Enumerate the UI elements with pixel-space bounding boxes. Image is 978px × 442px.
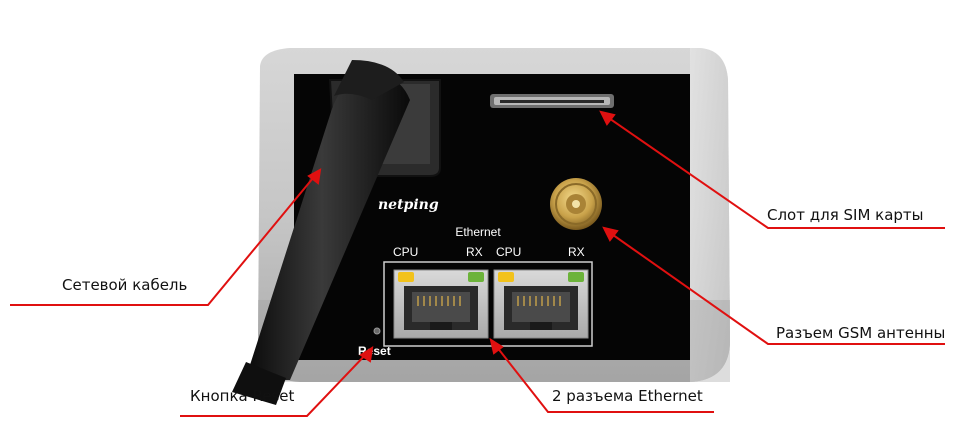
ethernet-label: Ethernet [455, 225, 501, 239]
port1-cpu-label: CPU [393, 245, 418, 259]
port1-rx-led [468, 272, 484, 282]
reset-hole [373, 327, 381, 335]
callout-gsm-antenna: Разъем GSM антенны [776, 324, 946, 342]
port2-cpu-led [498, 272, 514, 282]
callout-sim-slot: Слот для SIM карты [767, 206, 924, 224]
port1-cpu-led [398, 272, 414, 282]
callout-ethernet-ports: 2 разъема Ethernet [552, 387, 703, 405]
ethernet-ports-frame [383, 261, 593, 347]
gsm-antenna-connector [550, 178, 602, 230]
port2-rx-label: RX [568, 245, 585, 259]
brand-logo: netping [378, 197, 439, 213]
port2-cpu-label: CPU [496, 245, 521, 259]
ethernet-port-2 [493, 269, 589, 339]
port2-rx-led [568, 272, 584, 282]
sim-slot [490, 94, 614, 108]
callout-lines [10, 110, 945, 417]
ethernet-port-1 [393, 269, 489, 339]
network-cable [232, 60, 441, 405]
callout-network-cable: Сетевой кабель [62, 276, 188, 294]
callout-reset-button: Кнопка Reset [190, 387, 295, 405]
port1-rx-label: RX [466, 245, 483, 259]
